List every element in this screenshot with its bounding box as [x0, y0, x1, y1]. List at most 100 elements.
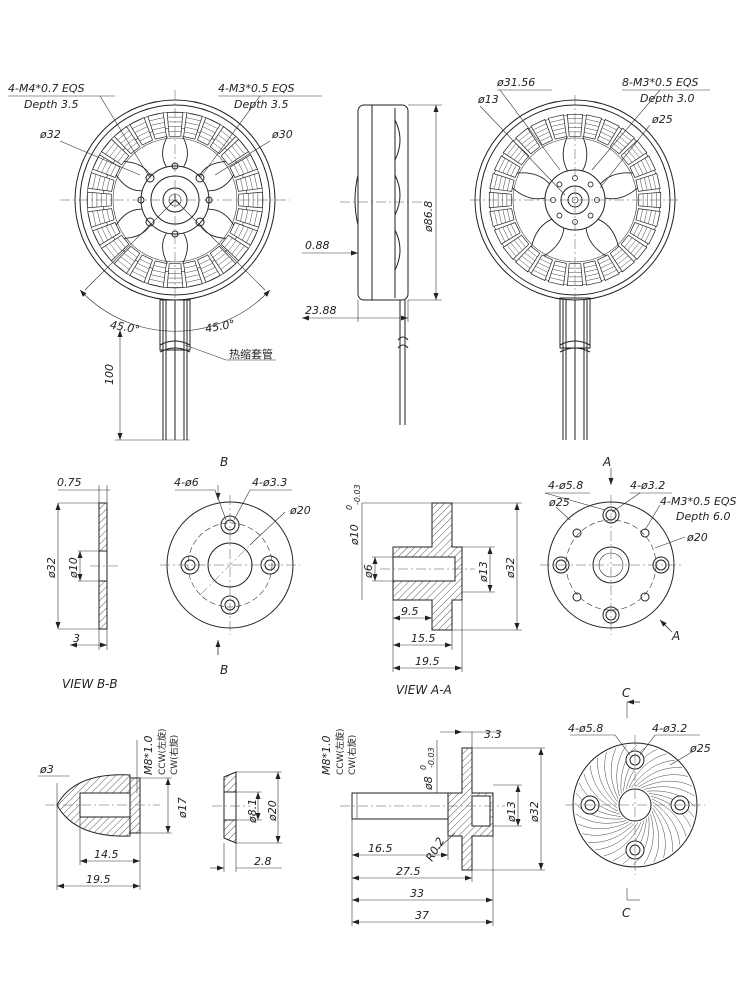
coil [166, 112, 184, 137]
coil [129, 117, 153, 146]
coil [209, 245, 237, 275]
coil [620, 234, 648, 260]
spoke [115, 161, 152, 192]
view-bb-title: VIEW B-B [62, 677, 118, 691]
coil [629, 222, 656, 245]
motor-side-view [302, 104, 442, 425]
rear-diameter-13-label: ø13 [477, 93, 499, 106]
adapter-len-37-label: 37 [415, 909, 429, 922]
coil [530, 119, 553, 146]
coil [229, 154, 258, 178]
coil [197, 117, 221, 146]
aa-d13-label: ø13 [477, 561, 490, 583]
aa-section-mark-top: A [602, 455, 611, 469]
c-section-mark-bottom: C [622, 906, 631, 920]
c-holes-58-label: 4-ø5.8 [568, 722, 603, 735]
shaft-adapter-section [340, 729, 545, 926]
adapter-d8-label: ø8 [422, 776, 435, 791]
coil [566, 263, 584, 287]
aa-d32-label: ø32 [504, 557, 517, 579]
bb-d32-label: ø32 [45, 557, 58, 579]
bb-holes-6-label: 4-ø6 [174, 476, 199, 489]
adapter-d32-label: ø32 [528, 801, 541, 823]
aa-d10-label: ø10 [348, 524, 361, 546]
view-bb-disc [160, 485, 300, 655]
nut-d17-label: ø17 [176, 797, 189, 819]
prop-nut-section [38, 740, 172, 890]
adapter-len-33a-label: 3.3 [484, 728, 502, 741]
aa-section-mark-bottom: A [671, 629, 680, 643]
washer-section [210, 771, 282, 872]
coil [515, 127, 541, 155]
nut-m8-label: M8*1.0 [142, 736, 155, 775]
bb-width-label: 3 [73, 632, 80, 645]
coil [100, 138, 130, 166]
coil [229, 222, 258, 246]
nut-d3-label: ø3 [39, 763, 54, 776]
view-aa-disc [540, 468, 686, 635]
aa-holes-58-label: 4-ø5.8 [548, 479, 583, 492]
rear-spokes [511, 136, 639, 257]
coil [566, 113, 584, 137]
m4-thread-callout: 4-M4*0.7 EQS [8, 82, 85, 95]
coil [609, 245, 635, 273]
adapter-r02-label: R0.2 [423, 835, 447, 863]
nut-len-145-label: 14.5 [94, 848, 119, 861]
coil [209, 125, 237, 155]
m3-depth-label: Depth 3.5 [234, 98, 289, 111]
gap-label: 0.88 [305, 239, 330, 252]
adapter-ccw-label: CCW(左旋) [334, 729, 346, 776]
c-d25-label: ø25 [689, 742, 711, 755]
aa-d10-tol-upper: 0 [345, 505, 354, 510]
rear-diameter-31-label: ø31.56 [496, 76, 535, 89]
coil [129, 254, 153, 283]
mount-hole [587, 181, 594, 188]
washer-d81-label: ø8.1 [246, 799, 259, 824]
coil [238, 191, 263, 209]
aa-d10-tol-lower: -0.03 [353, 484, 362, 505]
heat-shrink-label: 热缩套管 [229, 347, 273, 361]
rear-m3-callout: 8-M3*0.5 EQS [622, 76, 699, 89]
spoke [162, 136, 188, 168]
spoke [585, 218, 619, 257]
aa-d20-label: ø20 [686, 531, 708, 544]
motor-rear-view [470, 89, 710, 440]
spoke [198, 161, 235, 192]
aa-len-95-label: 9.5 [401, 605, 419, 618]
aa-m3-depth: Depth 6.0 [676, 510, 731, 523]
mount-hole [556, 181, 563, 188]
mount-hole [556, 212, 563, 219]
bb-holes-33-label: 4-ø3.3 [252, 476, 287, 489]
coil [609, 127, 635, 155]
aa-m3-callout: 4-M3*0.5 EQS [660, 495, 737, 508]
coil [92, 154, 121, 178]
bb-section-mark-bottom: B [220, 663, 228, 677]
spoke [562, 136, 588, 172]
coil [494, 155, 521, 178]
stator-coils-rear [488, 113, 662, 287]
adapter-m8-label: M8*1.0 [320, 736, 333, 775]
rear-diameter-25-label: ø25 [651, 113, 673, 126]
adapter-d13-label: ø13 [505, 801, 518, 823]
outer-diameter-label: ø86.8 [422, 201, 435, 233]
view-aa-title: VIEW A-A [396, 683, 452, 697]
bb-section-mark-top: B [220, 455, 228, 469]
nut-cw-label: CW(右旋) [168, 735, 180, 775]
coil [113, 245, 141, 275]
aa-holes-32-label: 4-ø3.2 [630, 479, 665, 492]
spoke [600, 172, 639, 200]
coil [502, 234, 530, 260]
spoke [198, 208, 235, 239]
coil [220, 234, 250, 262]
angle-left-label: 45.0° [109, 318, 141, 336]
lead-length-label: 100 [103, 364, 116, 385]
coil [92, 222, 121, 246]
coil [488, 191, 512, 209]
coil [629, 155, 656, 178]
washer-len-28-label: 2.8 [254, 855, 272, 868]
adapter-cw-label: CW(右旋) [346, 735, 358, 775]
view-c-disc [565, 699, 705, 901]
spoke [531, 218, 565, 257]
aa-d6-label: ø6 [362, 564, 375, 579]
